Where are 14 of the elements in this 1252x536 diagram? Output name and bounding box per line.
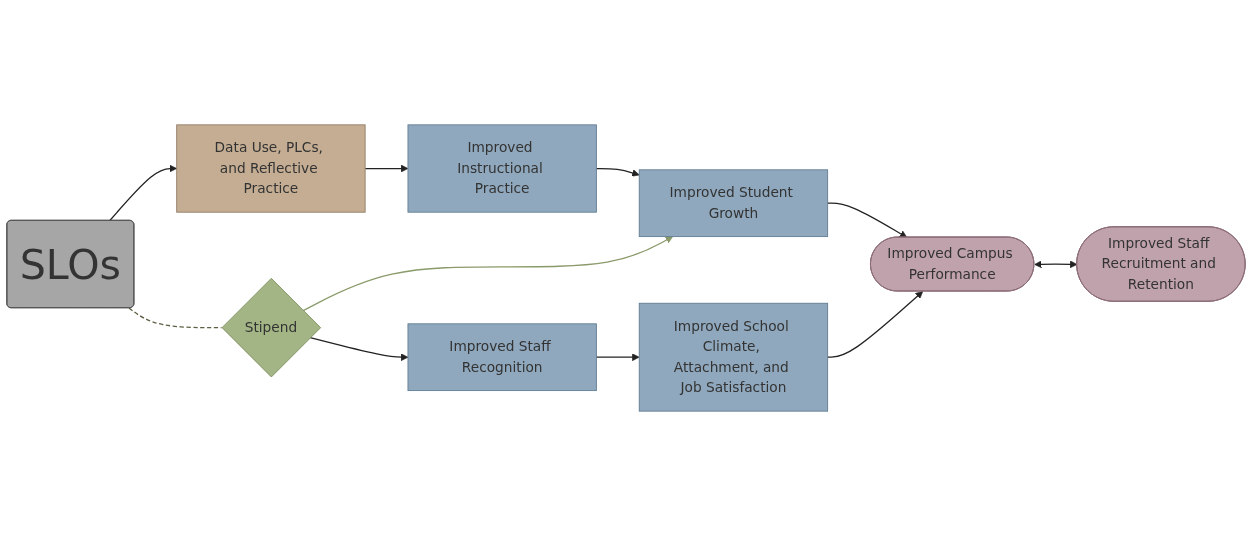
arrow — [364, 164, 409, 173]
arrow — [595, 353, 640, 361]
arrow — [827, 202, 908, 238]
arrow — [827, 291, 924, 358]
arrow — [1034, 260, 1078, 269]
node-box: Data Use, PLCs, and Reflective Practice — [176, 124, 366, 213]
node-box: Improved Staff Recognition — [407, 323, 597, 392]
node-box: Improved School Climate, Attachment, and Job Satisfaction — [638, 302, 829, 412]
arrow — [595, 167, 640, 177]
node-diamond: Stipend — [221, 277, 322, 378]
arrow — [302, 236, 674, 312]
arrow — [109, 164, 178, 222]
node-box: Improved Student Growth — [638, 169, 829, 238]
node-box: Improved Instructional Practice — [407, 124, 597, 213]
